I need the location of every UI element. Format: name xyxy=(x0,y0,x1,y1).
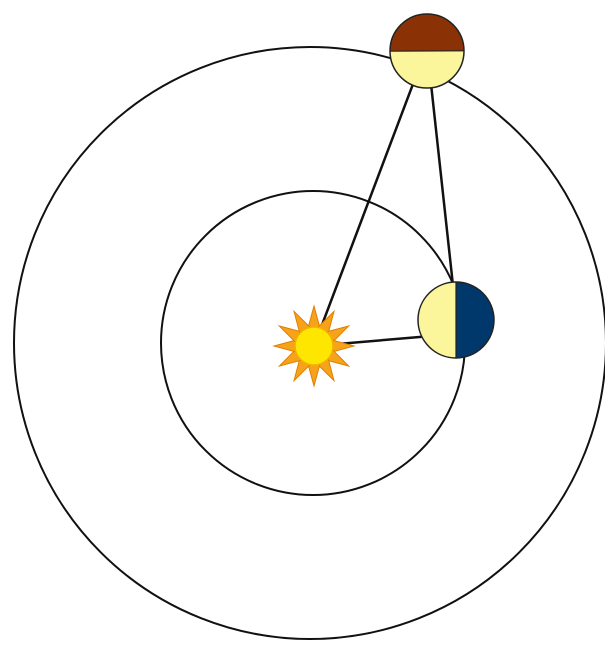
sun-core xyxy=(295,327,333,365)
earth-half-lit-icon xyxy=(418,282,494,358)
